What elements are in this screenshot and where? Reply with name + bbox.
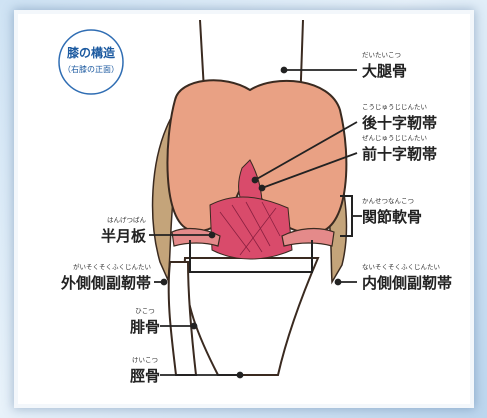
- tibia-label: 脛骨: [130, 367, 160, 385]
- cartilage-ruby: かんせつなんこつ: [362, 197, 414, 205]
- mcl-ruby: ないそくそくふくじんたい: [362, 263, 440, 271]
- diagram-title: 膝の構造: [67, 45, 116, 60]
- tibia-ruby: けいこつ: [132, 356, 158, 364]
- fibula-ruby: ひこつ: [135, 307, 155, 315]
- acl-ruby: ぜんじゅうじじんたい: [362, 134, 427, 142]
- femur-ruby: だいたいこつ: [362, 51, 401, 59]
- title-circle: [59, 30, 123, 94]
- meniscus-label: 半月板: [101, 227, 147, 245]
- acl-label: 前十字靭帯: [362, 145, 437, 163]
- title-badge: 膝の構造 （右膝の正面）: [59, 30, 123, 94]
- mcl-label: 内側側副靭帯: [362, 274, 452, 292]
- femur-label: 大腿骨: [362, 62, 407, 80]
- lcl-label: 外側側副靭帯: [60, 274, 151, 292]
- pcl-label: 後十字靭帯: [361, 114, 437, 132]
- anterior-cruciate-ligament: [210, 197, 292, 259]
- fibula-label: 腓骨: [130, 318, 160, 336]
- pcl-ruby: こうじゅうじじんたい: [362, 103, 427, 111]
- diagram-subtitle: （右膝の正面）: [63, 64, 119, 74]
- cartilage-label: 関節軟骨: [362, 208, 422, 226]
- lcl-ruby: がいそくそくふくじんたい: [73, 262, 151, 271]
- tibia-bone: [185, 258, 318, 375]
- meniscus-ruby: はんげつばん: [107, 215, 147, 224]
